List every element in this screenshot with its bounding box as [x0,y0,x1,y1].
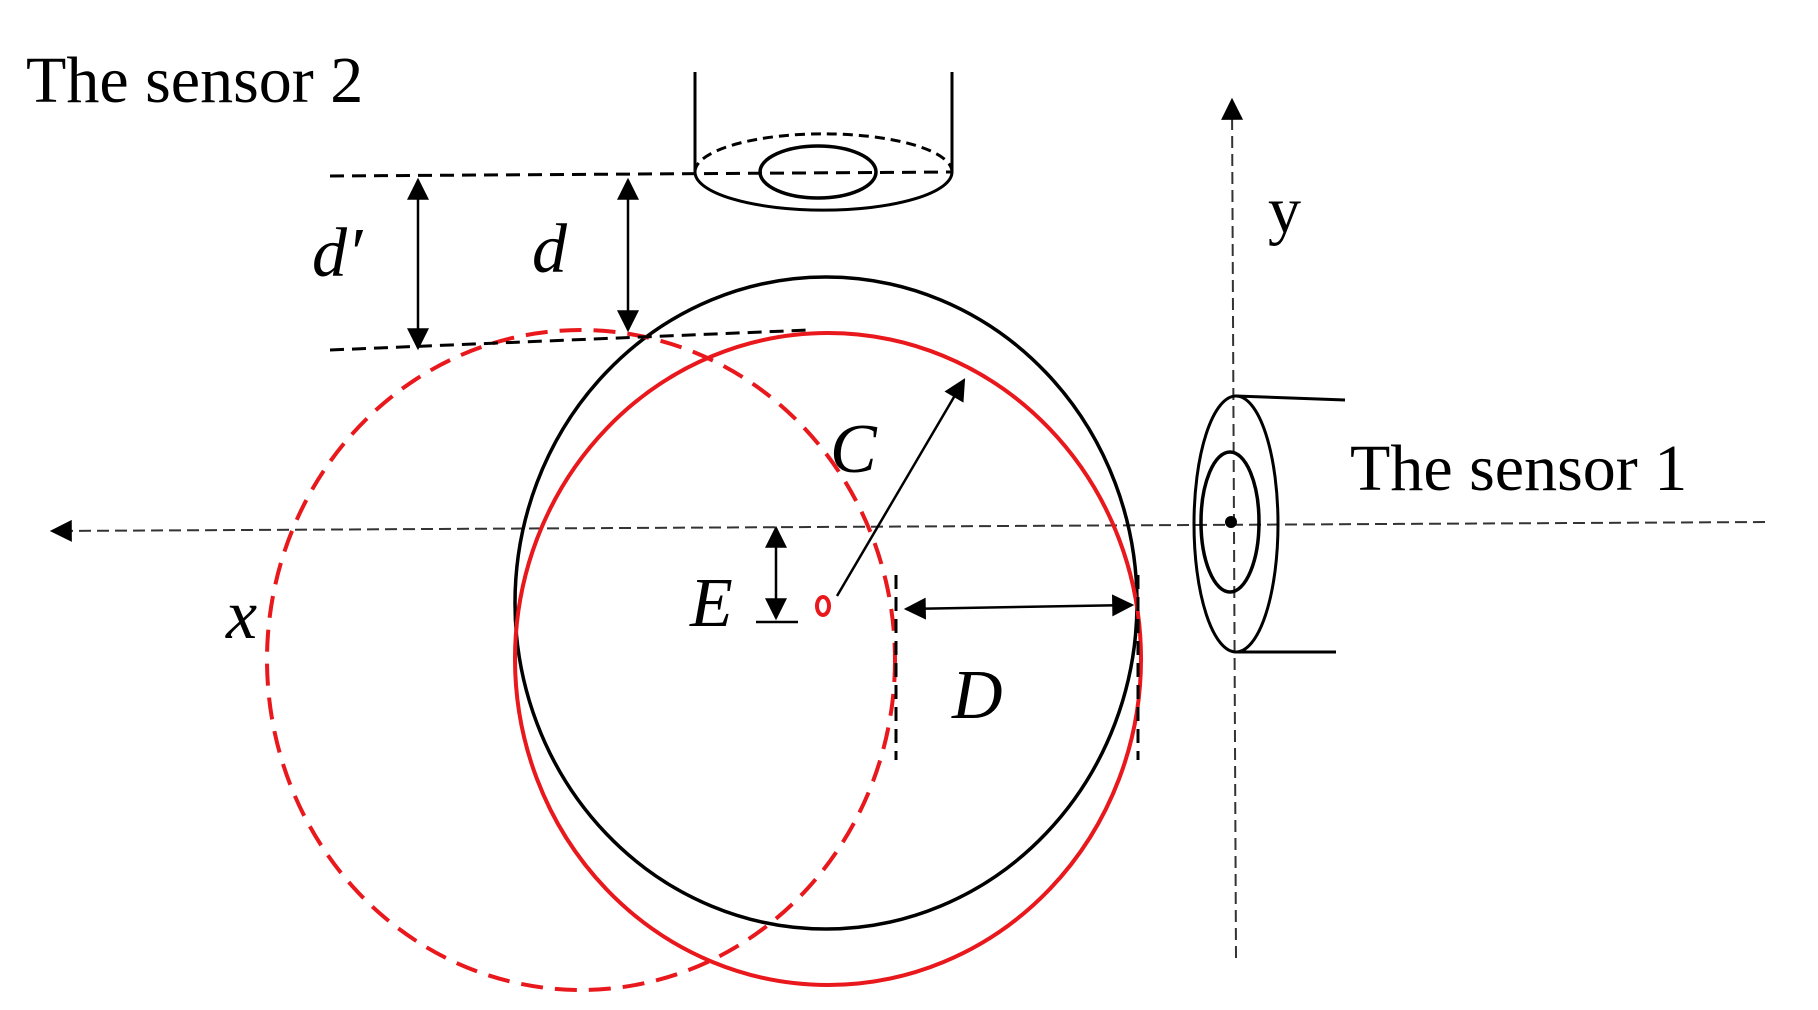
sensor-1-probe [1192,394,1346,654]
red-solid-circle [513,331,1143,987]
center-point [815,595,831,617]
d-horizontal-arrow [903,594,1135,620]
e-label: E [689,565,733,642]
red-dashed-circle [265,328,897,992]
c-label: C [830,411,878,488]
top-reference-line [329,170,953,178]
radius-arrow [835,378,966,597]
sensor-2-label: The sensor 2 [26,44,363,117]
sensor-1-label: The sensor 1 [1350,432,1687,505]
y-axis-line [1221,97,1244,959]
y-axis-label: y [1268,174,1301,247]
lower-reference-line [329,328,811,352]
d-upper-label: D [951,657,1003,734]
d-prime-label: d′ [312,215,364,292]
x-axis-line [49,519,1766,542]
sensor-2-probe [693,72,954,212]
x-axis-label: x [225,577,257,654]
d-label: d [532,211,568,288]
